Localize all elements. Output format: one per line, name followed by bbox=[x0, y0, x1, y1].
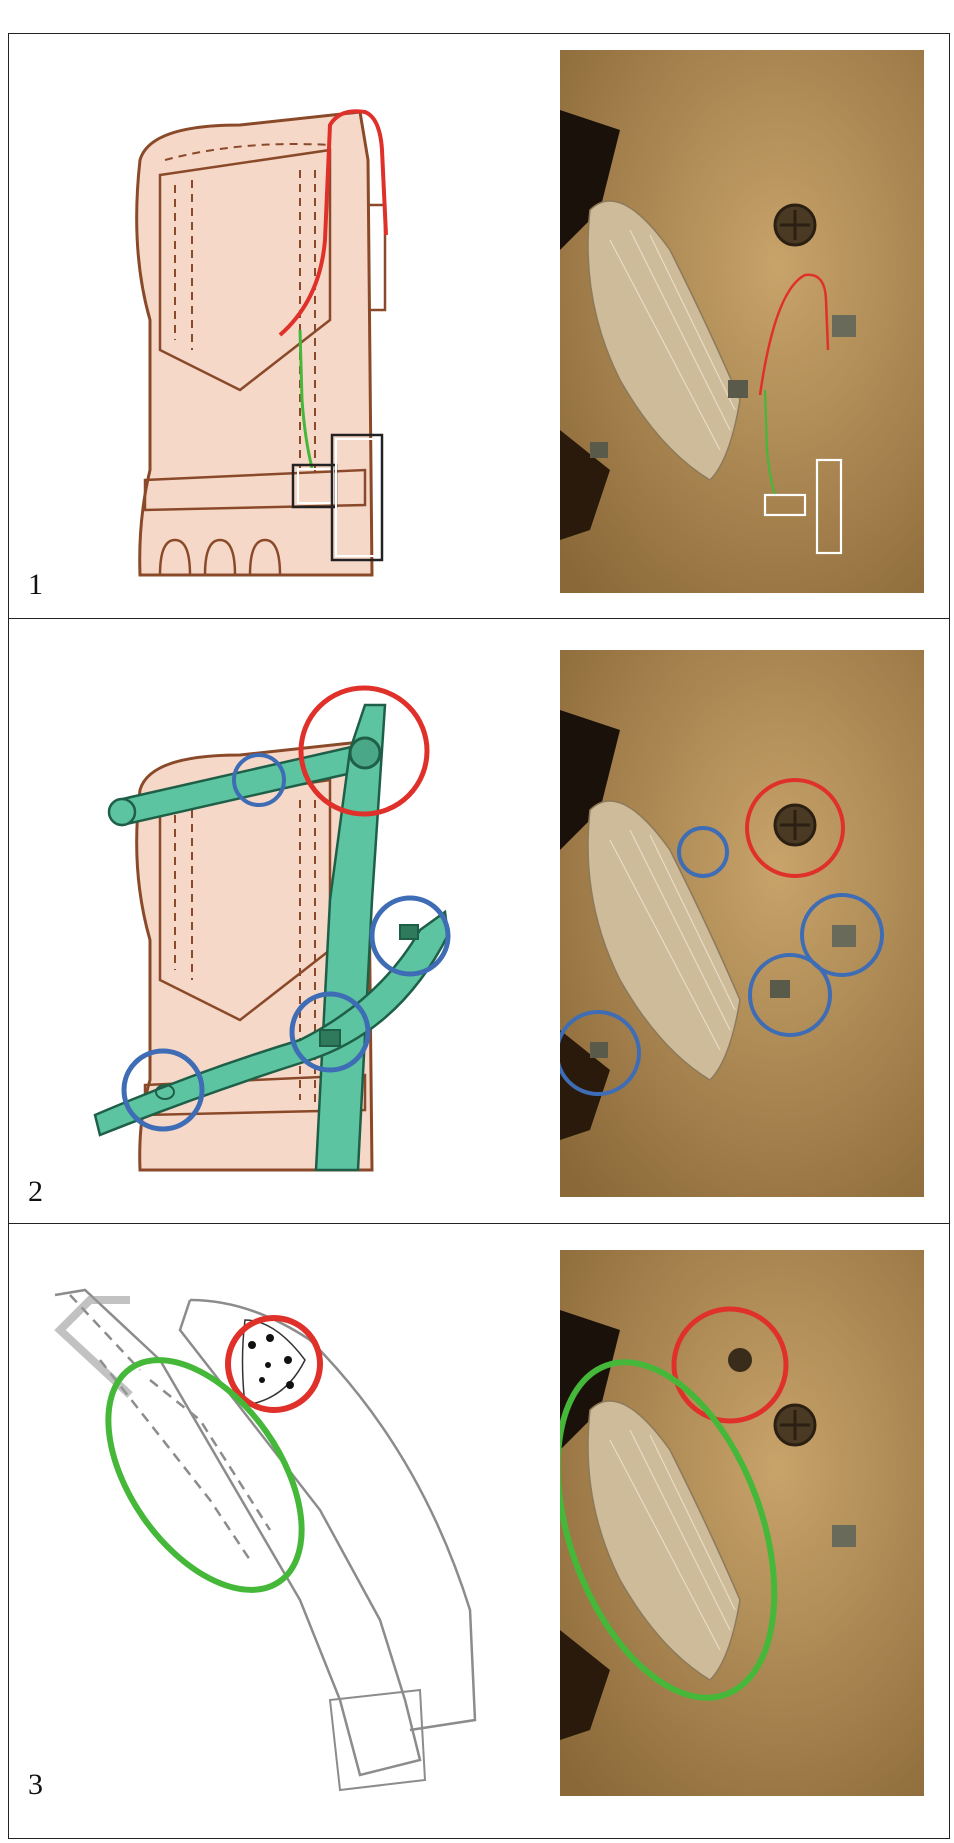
panel-divider-2 bbox=[8, 1223, 950, 1224]
panel-2-photo bbox=[560, 650, 924, 1197]
red-trace-line bbox=[278, 109, 388, 337]
green-trace-line bbox=[298, 329, 314, 469]
figure-frame bbox=[8, 33, 950, 1839]
panel-1-photo bbox=[560, 50, 924, 593]
panel-3-number: 3 bbox=[28, 1768, 43, 1801]
panel-2-number: 2 bbox=[28, 1175, 43, 1208]
panel-1-sheath-drawing bbox=[135, 110, 387, 577]
white-box-marker bbox=[330, 433, 384, 562]
panel-3-photo bbox=[560, 1250, 924, 1796]
panel-1-number: 1 bbox=[28, 568, 43, 601]
panel-divider-1 bbox=[8, 618, 950, 619]
